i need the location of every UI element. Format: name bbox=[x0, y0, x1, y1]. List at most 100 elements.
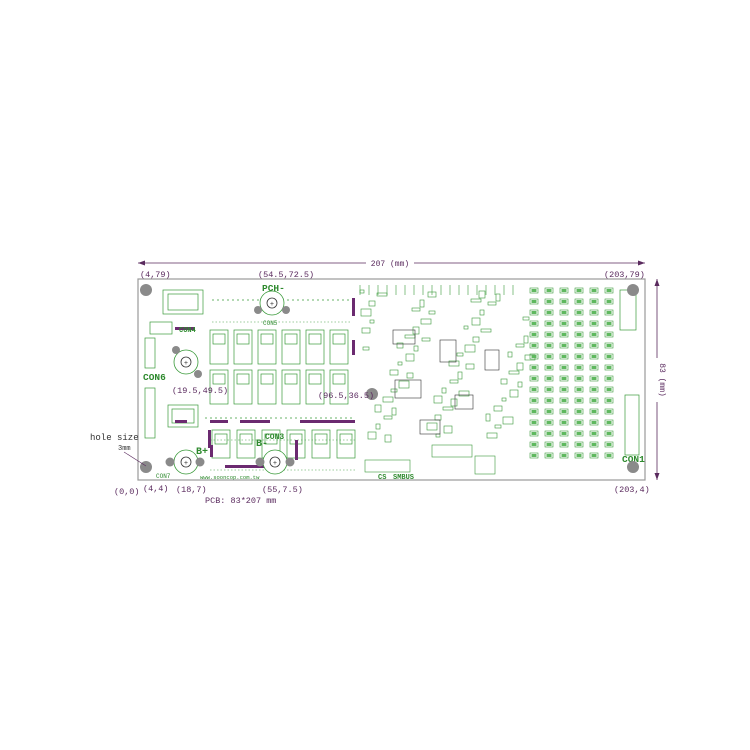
resistor-body bbox=[546, 443, 552, 446]
resistor-body bbox=[546, 388, 552, 391]
resistor-body bbox=[546, 432, 552, 435]
con5-label: CON5 bbox=[263, 320, 278, 327]
smd-part bbox=[448, 360, 460, 367]
resistor bbox=[529, 375, 539, 382]
resistor-body bbox=[531, 355, 537, 358]
resistor bbox=[604, 364, 614, 371]
resistor-body bbox=[606, 333, 612, 336]
resistor-body bbox=[591, 311, 597, 314]
mosfet-die bbox=[308, 333, 322, 345]
ic-chip bbox=[419, 419, 441, 435]
resistor-body bbox=[576, 311, 582, 314]
resistor-body bbox=[576, 454, 582, 457]
smd-part bbox=[502, 416, 514, 425]
resistor-body bbox=[591, 289, 597, 292]
mounting-hole-bl bbox=[140, 461, 152, 473]
resistor-body bbox=[591, 366, 597, 369]
resistor-body bbox=[591, 377, 597, 380]
resistor bbox=[574, 287, 584, 294]
coord-top-right: (203,79) bbox=[604, 270, 645, 280]
smd-part bbox=[456, 352, 464, 357]
resistor bbox=[589, 452, 599, 459]
terminal-pch: + bbox=[254, 290, 290, 316]
resistor bbox=[529, 331, 539, 338]
resistor bbox=[574, 298, 584, 305]
svg-text:+: + bbox=[184, 360, 188, 368]
smd-part bbox=[515, 343, 525, 348]
resistor-body bbox=[576, 377, 582, 380]
pad bbox=[175, 327, 195, 330]
resistor-body bbox=[591, 454, 597, 457]
resistor bbox=[604, 353, 614, 360]
ic-chip bbox=[439, 339, 457, 363]
resistor-body bbox=[546, 366, 552, 369]
smd-part bbox=[463, 325, 469, 330]
terminal-bplus: + bbox=[165, 449, 205, 475]
smd-part bbox=[522, 316, 530, 321]
mosfet-lower bbox=[236, 429, 256, 459]
smd-part bbox=[383, 415, 393, 420]
mosfet bbox=[233, 329, 253, 365]
mosfet bbox=[281, 369, 301, 405]
resistor bbox=[574, 342, 584, 349]
coord-origin: (0,0) bbox=[114, 487, 140, 497]
resistor-body bbox=[561, 410, 567, 413]
ic-chip bbox=[392, 329, 416, 345]
resistor-body bbox=[606, 388, 612, 391]
resistor bbox=[574, 386, 584, 393]
resistor-body bbox=[531, 333, 537, 336]
resistor-body bbox=[561, 344, 567, 347]
resistor-body bbox=[606, 399, 612, 402]
smd-part bbox=[382, 396, 394, 403]
resistor bbox=[529, 386, 539, 393]
resistor bbox=[559, 298, 569, 305]
resistor-body bbox=[546, 289, 552, 292]
resistor-body bbox=[531, 344, 537, 347]
resistor-body bbox=[561, 333, 567, 336]
resistor-body bbox=[531, 388, 537, 391]
pad bbox=[300, 420, 330, 423]
resistor-body bbox=[546, 454, 552, 457]
coord-con4: (19.5,49.5) bbox=[172, 386, 228, 396]
resistor bbox=[604, 430, 614, 437]
resistor bbox=[559, 430, 569, 437]
resistor bbox=[589, 441, 599, 448]
mosfet bbox=[305, 369, 325, 405]
resistor bbox=[559, 287, 569, 294]
resistor-body bbox=[531, 454, 537, 457]
pad bbox=[225, 465, 255, 468]
mosfet bbox=[329, 369, 349, 405]
resistor bbox=[604, 320, 614, 327]
resistor bbox=[544, 386, 554, 393]
coord-mid: (96.5,36.5) bbox=[318, 391, 374, 401]
resistor bbox=[544, 287, 554, 294]
resistor-body bbox=[531, 289, 537, 292]
resistor-body bbox=[606, 432, 612, 435]
resistor-body bbox=[606, 289, 612, 292]
resistor-body bbox=[561, 289, 567, 292]
mosfet-lower-die bbox=[264, 433, 278, 445]
terminal-con4: + bbox=[172, 346, 202, 378]
logic-section bbox=[359, 285, 536, 443]
resistor bbox=[529, 364, 539, 371]
resistor bbox=[574, 364, 584, 371]
resistor-body bbox=[606, 454, 612, 457]
resistor bbox=[544, 441, 554, 448]
resistor-body bbox=[546, 410, 552, 413]
mounting-hole-tl bbox=[140, 284, 152, 296]
resistor bbox=[574, 397, 584, 404]
resistor bbox=[529, 397, 539, 404]
pch-label: PCH- bbox=[262, 283, 285, 294]
pad bbox=[295, 440, 298, 460]
smd-part bbox=[441, 387, 447, 394]
resistor-body bbox=[576, 322, 582, 325]
resistor bbox=[589, 320, 599, 327]
resistor-body bbox=[531, 322, 537, 325]
resistor bbox=[544, 375, 554, 382]
pad bbox=[352, 340, 355, 355]
resistor-body bbox=[561, 421, 567, 424]
resistor bbox=[589, 430, 599, 437]
resistor-body bbox=[546, 421, 552, 424]
smd-part bbox=[426, 422, 438, 431]
resistor-body bbox=[546, 300, 552, 303]
